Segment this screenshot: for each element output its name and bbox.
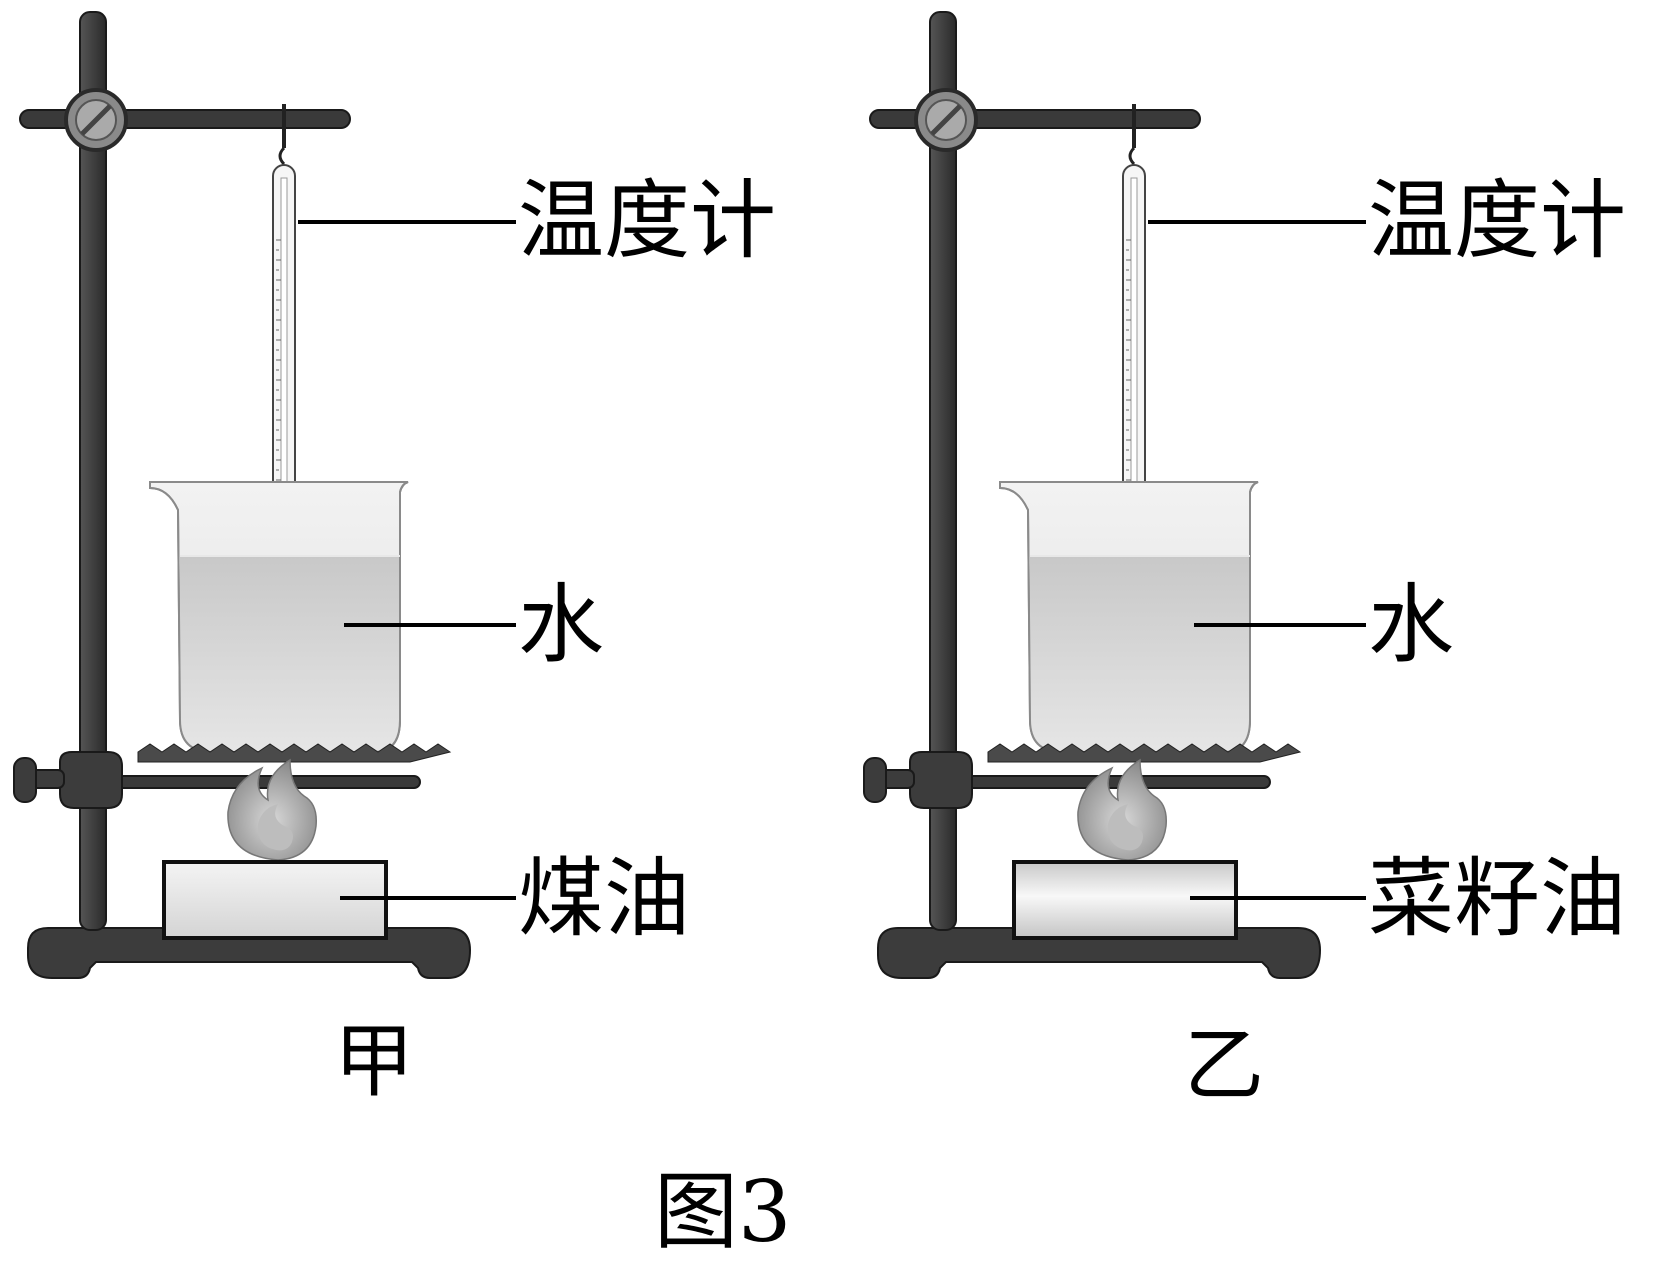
apparatus-yi	[864, 12, 1320, 978]
label-thermometer-jia: 温度计	[518, 171, 776, 271]
figure-caption: 图3	[654, 1163, 792, 1261]
label-fuel-jia: 煤油	[518, 849, 690, 949]
sub-label-yi: 乙	[1184, 1019, 1264, 1112]
label-fuel-yi: 菜籽油	[1368, 849, 1626, 949]
sub-label-jia: 甲	[334, 1015, 414, 1108]
label-water-jia: 水	[518, 575, 604, 675]
label-thermometer-yi: 温度计	[1368, 171, 1626, 271]
apparatus-jia	[14, 12, 470, 978]
label-water-yi: 水	[1368, 575, 1454, 675]
